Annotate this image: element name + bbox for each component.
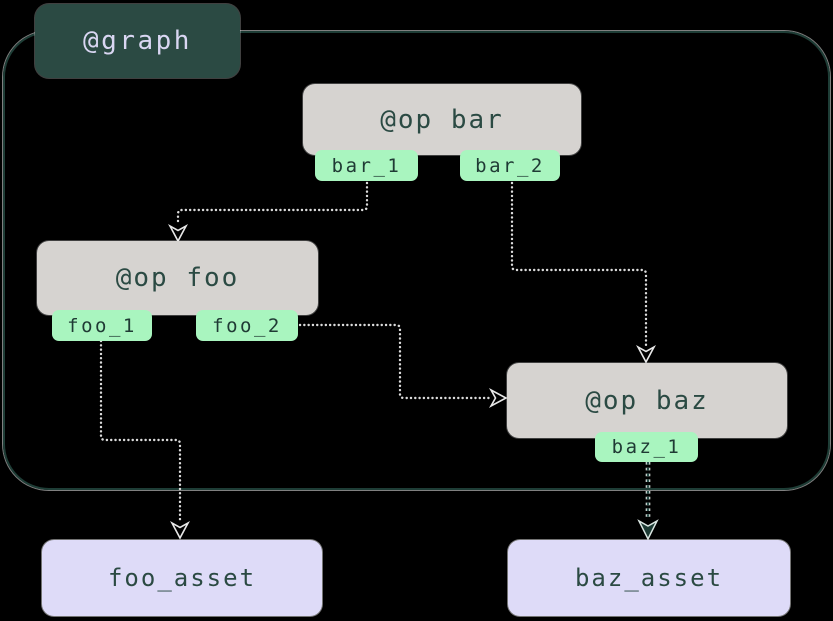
op-node-bar: @op bar xyxy=(303,84,581,155)
asset-node-baz-asset: baz_asset xyxy=(508,540,790,616)
arrowhead-down-icon xyxy=(170,520,190,540)
output-tag-bar-2: bar_2 xyxy=(460,150,560,181)
output-tag-foo-2-label: foo_2 xyxy=(212,314,282,337)
output-tag-bar-1: bar_1 xyxy=(315,150,418,181)
output-tag-bar-2-label: bar_2 xyxy=(475,154,545,177)
output-tag-bar-1-label: bar_1 xyxy=(331,154,402,177)
edge-foo1-to-foo-asset xyxy=(99,339,190,540)
asset-foo-label: foo_asset xyxy=(107,564,257,592)
output-tag-foo-2: foo_2 xyxy=(196,310,298,341)
asset-node-foo-asset: foo_asset xyxy=(42,540,322,616)
op-bar-label: @op bar xyxy=(380,104,504,135)
arrowhead-down-filled-icon xyxy=(637,519,659,541)
asset-baz-label: baz_asset xyxy=(574,564,724,592)
edge-foo2-to-baz xyxy=(298,323,508,408)
edge-bar2-to-baz xyxy=(510,181,656,364)
graph-title-chip: @graph xyxy=(35,4,240,78)
op-node-baz: @op baz xyxy=(507,363,787,438)
arrowhead-right-icon xyxy=(488,388,508,408)
edge-bar1-to-foo xyxy=(168,181,369,243)
edge-baz1-to-baz-asset xyxy=(637,462,659,541)
output-tag-baz-1: baz_1 xyxy=(595,432,698,462)
op-node-foo: @op foo xyxy=(37,241,318,315)
arrowhead-down-icon xyxy=(636,344,656,364)
op-foo-label: @op foo xyxy=(115,263,240,293)
op-baz-label: @op baz xyxy=(585,385,709,416)
graph-container-outline xyxy=(3,31,830,490)
output-tag-foo-1-label: foo_1 xyxy=(67,314,137,337)
graph-title-text: @graph xyxy=(83,26,192,56)
arrowhead-down-icon xyxy=(168,223,188,243)
output-tag-baz-1-label: baz_1 xyxy=(611,436,682,458)
output-tag-foo-1: foo_1 xyxy=(52,310,152,341)
